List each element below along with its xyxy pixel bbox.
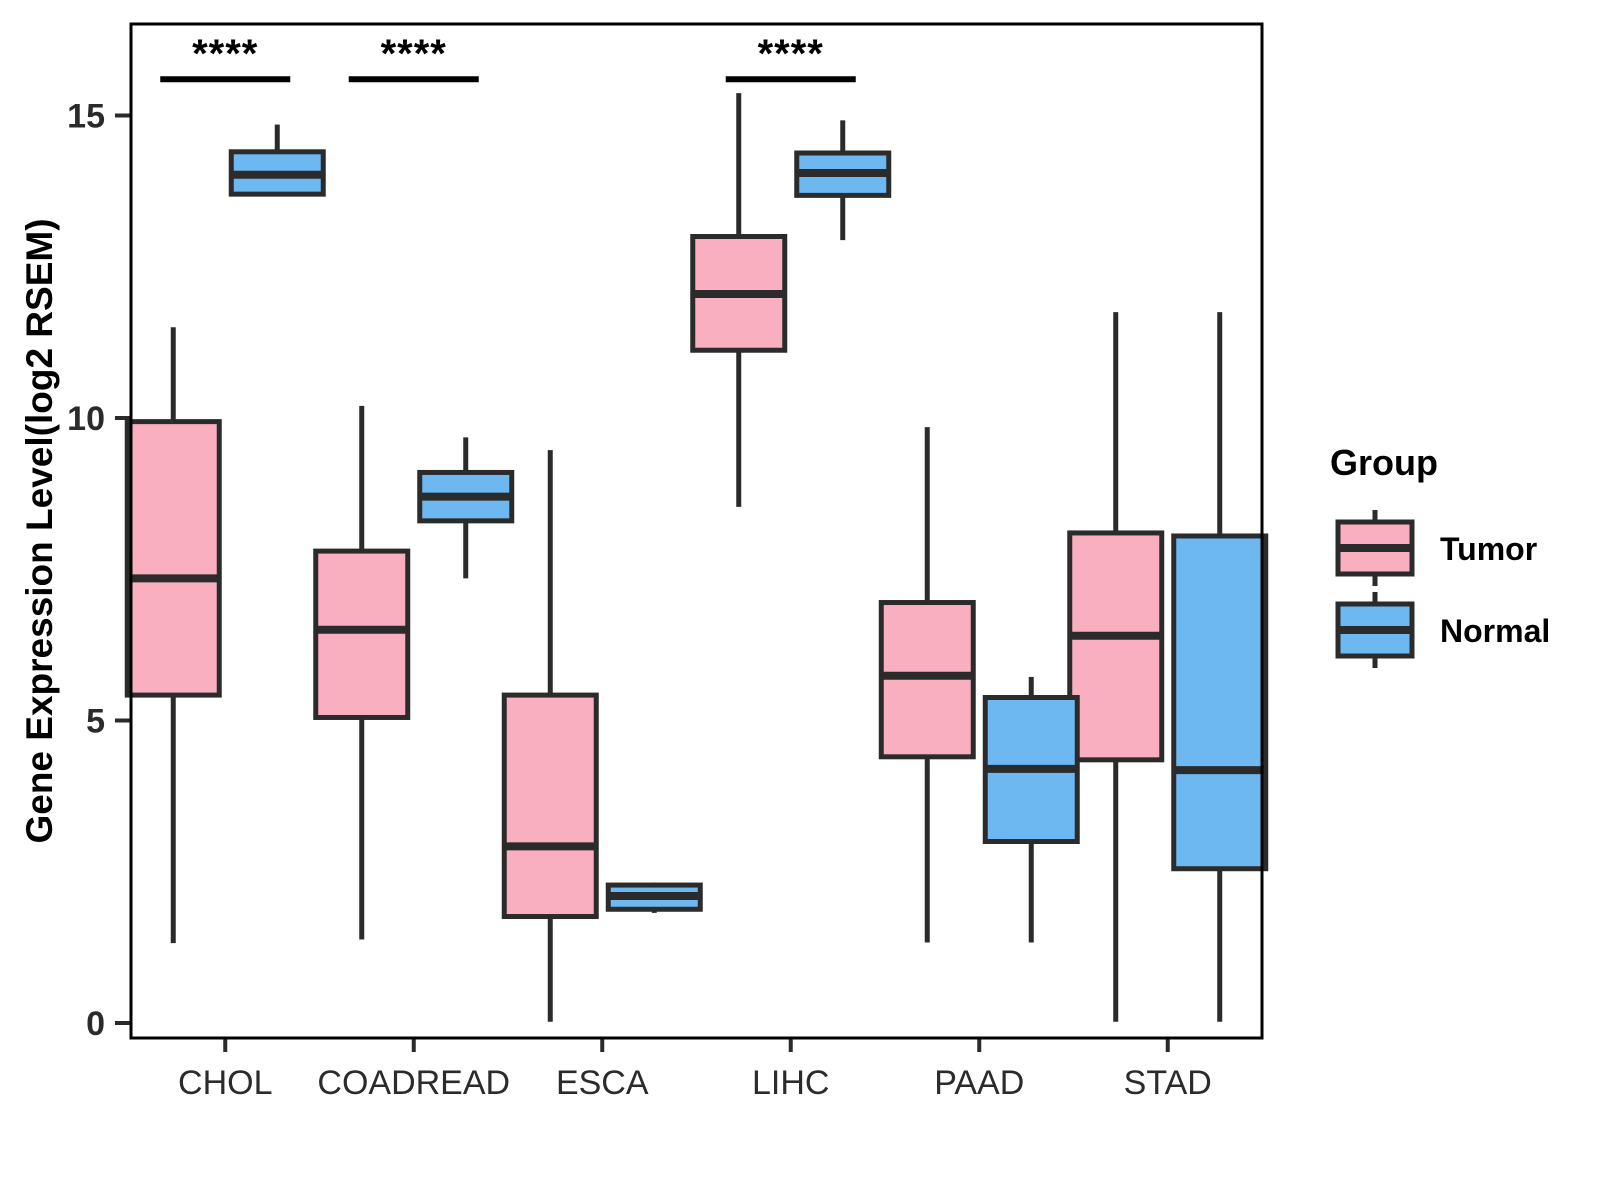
legend-title: Group: [1330, 442, 1438, 483]
box-body: [124, 419, 222, 698]
box-body: [1171, 533, 1269, 872]
box-tumor-paad: [878, 427, 976, 943]
legend-item-label: Tumor: [1440, 531, 1537, 567]
box-normal-lihc: [794, 120, 892, 241]
box-body: [313, 548, 411, 720]
y-axis-title: Gene Expression Level(log2 RSEM): [19, 218, 60, 843]
significance-label: ****: [758, 32, 824, 76]
y-tick-label: 10: [67, 400, 105, 438]
significance-annotations-layer: **** **** ****: [160, 32, 856, 83]
x-axis: CHOL COADREAD ESCA LIHC PAAD STAD: [178, 1038, 1212, 1102]
y-tick-label: 15: [67, 98, 105, 136]
box-body: [1067, 530, 1165, 763]
x-tick-label-stad: STAD: [1124, 1064, 1212, 1102]
y-axis: 0 5 10 15: [67, 98, 131, 1043]
x-tick-label-esca: ESCA: [556, 1064, 649, 1102]
plot-panel-border: [129, 22, 1264, 1040]
box-body: [501, 692, 599, 920]
box-normal-paad: [982, 676, 1080, 943]
significance-chol: ****: [160, 32, 291, 83]
box-tumor-coadread: [313, 405, 411, 940]
x-tick-label-lihc: LIHC: [752, 1064, 829, 1102]
y-tick-label: 5: [86, 703, 105, 741]
box-normal-chol: [228, 124, 326, 197]
boxplot-series-layer: [124, 93, 1269, 1022]
x-tick-label-coadread: COADREAD: [317, 1064, 510, 1102]
legend-item-normal[interactable]: Normal: [1335, 592, 1550, 668]
box-tumor-esca: [501, 450, 599, 1022]
legend-item-tumor[interactable]: Tumor: [1335, 510, 1537, 586]
significance-label: ****: [381, 32, 447, 76]
box-normal-esca: [605, 882, 703, 913]
significance-label: ****: [192, 32, 258, 76]
box-normal-stad: [1171, 312, 1269, 1022]
legend-item-label: Normal: [1440, 613, 1550, 649]
y-tick-label: 0: [86, 1005, 105, 1043]
x-tick-label-paad: PAAD: [934, 1064, 1024, 1102]
x-tick-label-chol: CHOL: [178, 1064, 272, 1102]
significance-lihc: ****: [725, 32, 856, 83]
box-tumor-stad: [1067, 312, 1165, 1022]
box-tumor-lihc: [690, 93, 788, 507]
significance-coadread: ****: [348, 32, 479, 83]
box-tumor-chol: [124, 327, 222, 944]
box-normal-coadread: [417, 437, 515, 579]
